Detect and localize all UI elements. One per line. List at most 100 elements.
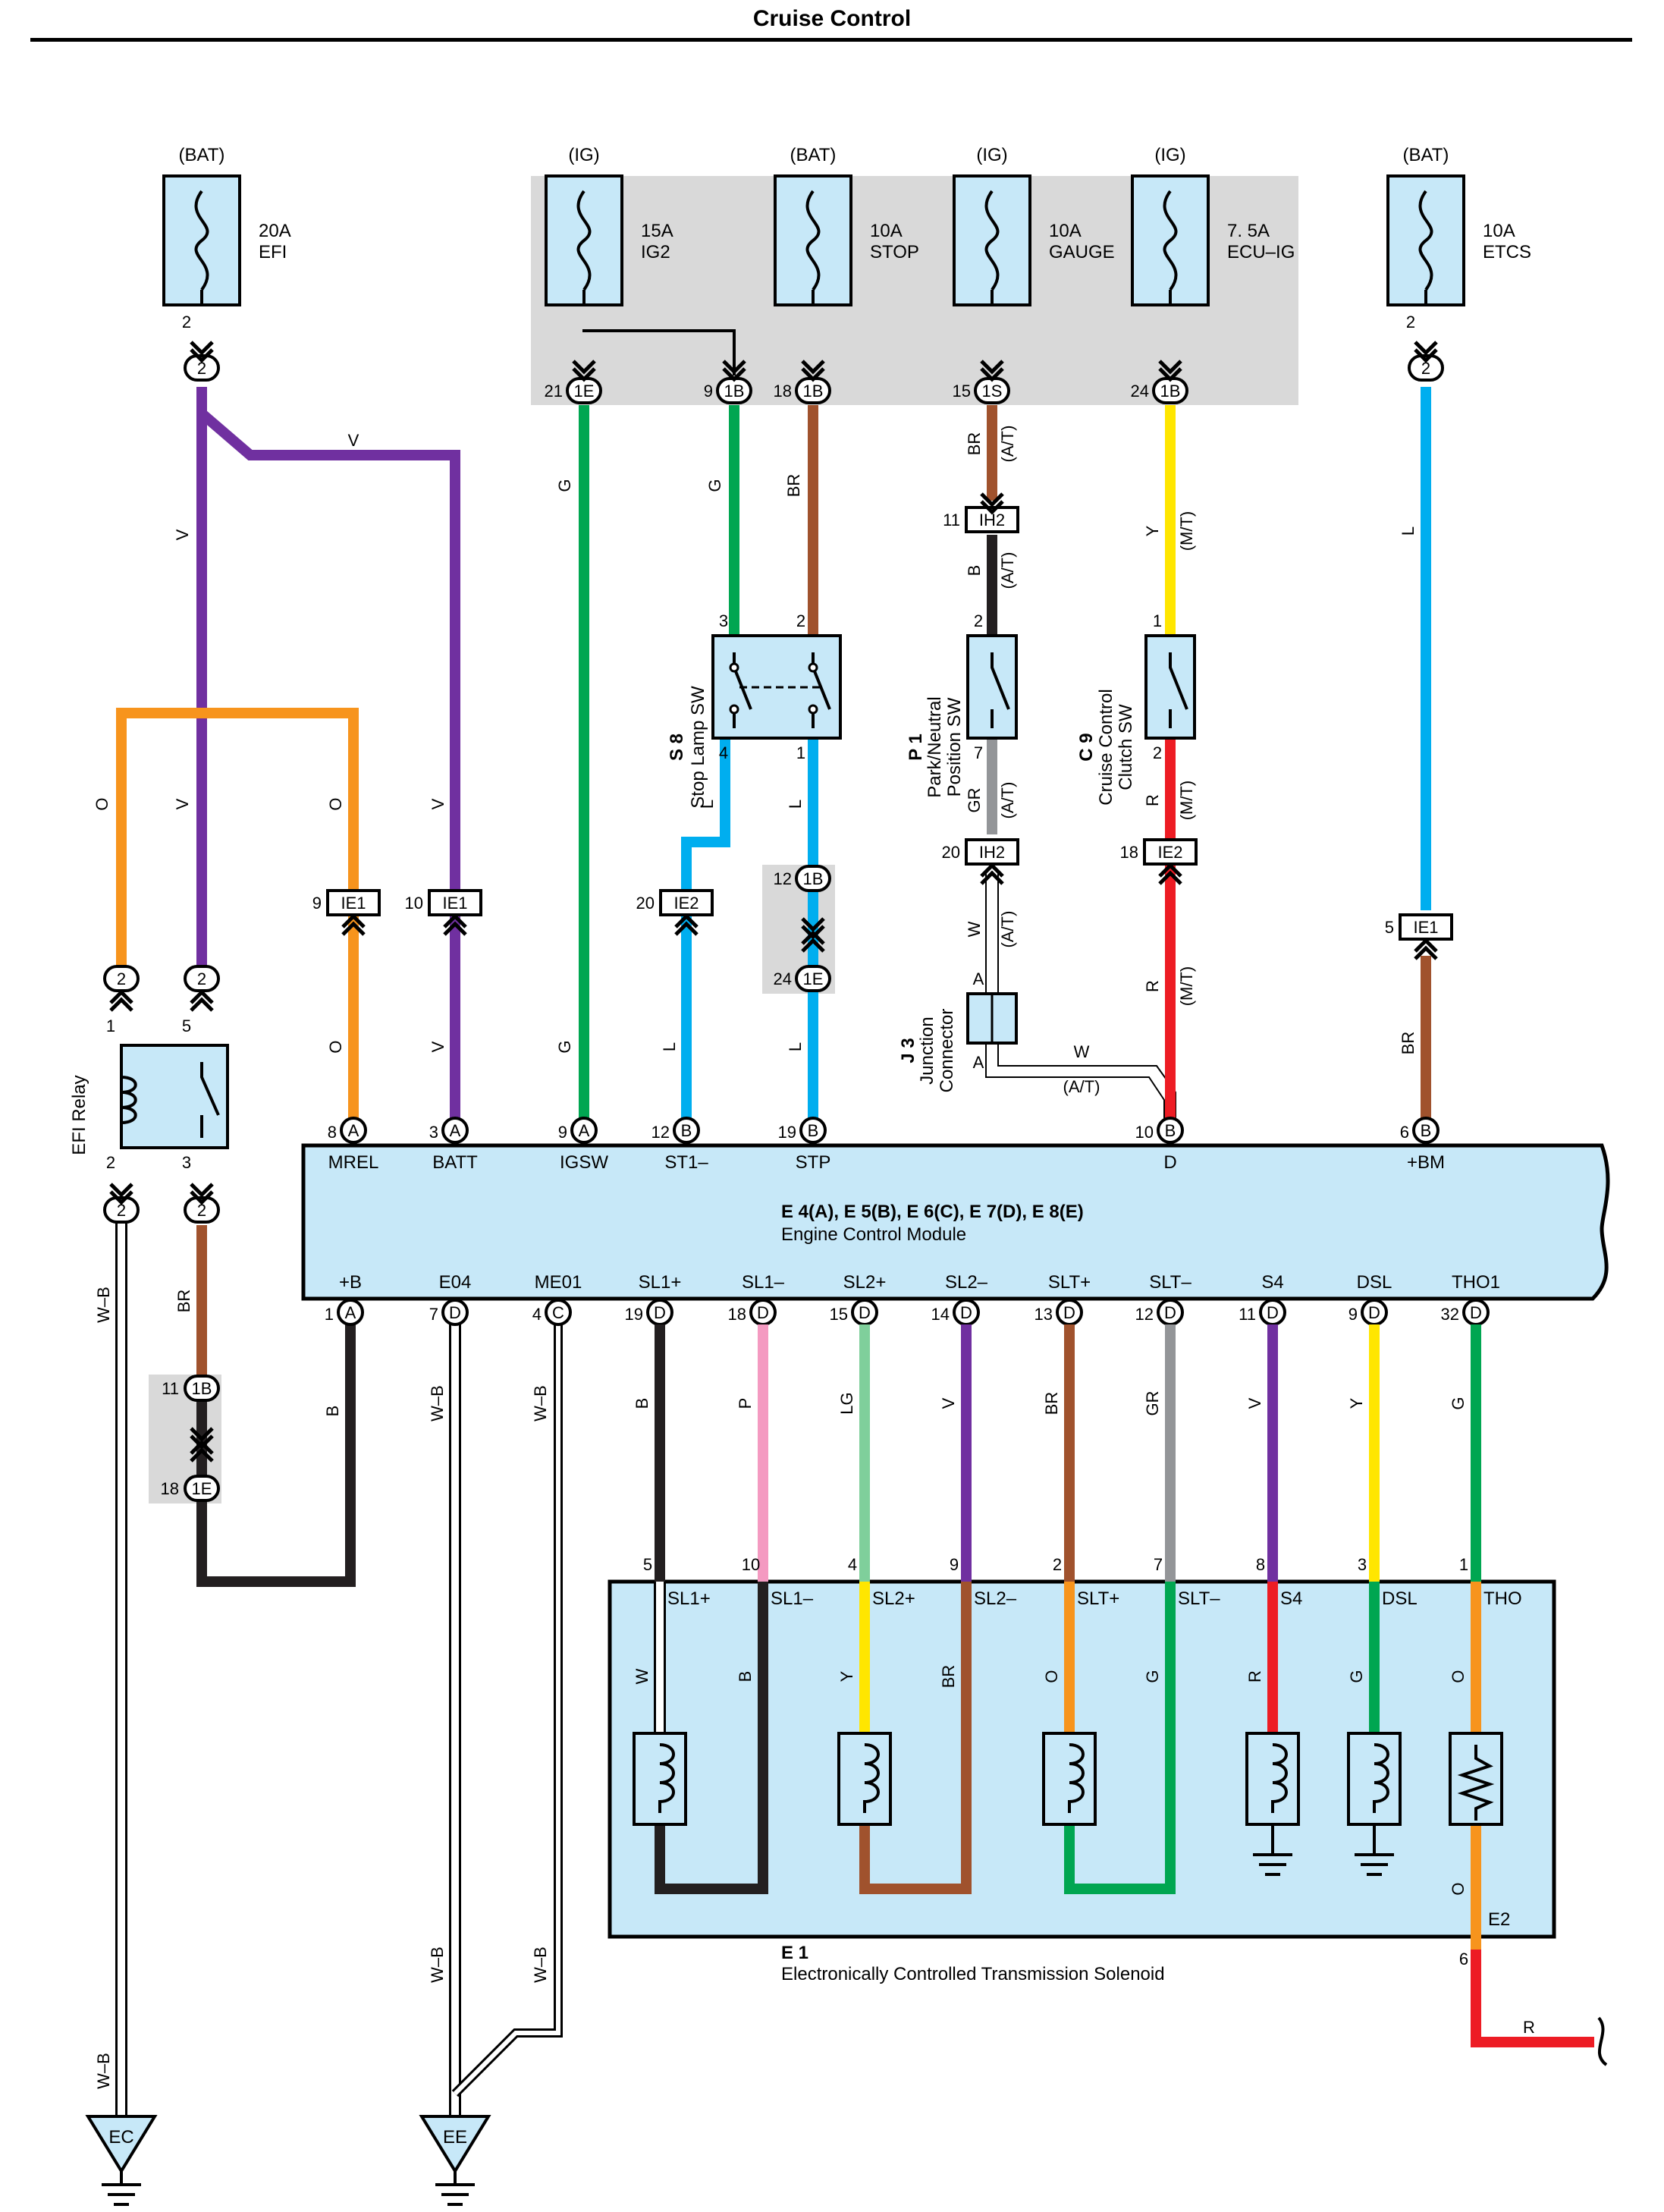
pin-number: 21 xyxy=(545,382,563,401)
fuse-supply: (BAT) xyxy=(179,145,225,165)
terminal-pin: 3 xyxy=(429,1123,438,1142)
clutch-contact xyxy=(1169,652,1188,728)
pin-number: 5 xyxy=(182,1016,191,1035)
connector-pill-relay-bottom xyxy=(184,1475,220,1502)
contact xyxy=(808,662,818,673)
terminal-letter: D xyxy=(654,1303,666,1322)
terminal-letter: D xyxy=(1063,1303,1075,1322)
pin-number: 2 xyxy=(182,313,191,331)
wire-color-label: O xyxy=(1042,1670,1061,1683)
connector-code: 1B xyxy=(803,382,824,401)
ground-icon xyxy=(1253,1853,1292,1876)
pin-number: 5 xyxy=(1385,918,1394,937)
ecm-top-terminal xyxy=(1157,1117,1184,1144)
terminal-label: MREL xyxy=(328,1152,379,1173)
wire-color-label: B xyxy=(633,1398,651,1409)
wire-color-label: V xyxy=(173,798,192,809)
terminal-pin: 4 xyxy=(532,1305,542,1324)
connector-arrow xyxy=(801,938,825,953)
terminal-pin: 9 xyxy=(558,1123,567,1142)
connector-arrow xyxy=(801,917,825,932)
terminal-label: E04 xyxy=(439,1272,472,1293)
connector-code: 2 xyxy=(117,1201,126,1220)
connector-code: 2 xyxy=(117,969,126,988)
fuse-element xyxy=(576,190,592,291)
terminal-label: STP xyxy=(796,1152,831,1173)
pin-number: 18 xyxy=(161,1479,179,1498)
solenoid-pin: 5 xyxy=(643,1555,652,1574)
wire-color-label: L xyxy=(786,800,805,809)
ecm-bottom-terminal xyxy=(337,1299,364,1326)
solenoid-label: S4 xyxy=(1280,1588,1302,1609)
wire-color-label: BR xyxy=(174,1290,193,1313)
fuse-name: GAUGE xyxy=(1049,242,1115,262)
connector-code: 1B xyxy=(1160,382,1181,401)
terminal-pin: 14 xyxy=(931,1305,950,1324)
terminal-letter: B xyxy=(808,1121,819,1140)
connector-arrow xyxy=(1414,341,1438,356)
connector-box-ih2 xyxy=(965,838,1019,866)
ecm-top-terminal xyxy=(441,1117,469,1144)
connector-arrow xyxy=(190,997,214,1012)
connector-box-ie2 xyxy=(659,889,714,916)
ecm-bottom-terminal xyxy=(545,1299,572,1326)
connector-arrow xyxy=(190,1183,214,1198)
ecm-top-terminal xyxy=(1412,1117,1440,1144)
ecm-top-terminal xyxy=(673,1117,700,1144)
pin-number: 3 xyxy=(719,611,728,630)
solenoid-pin: 2 xyxy=(1053,1555,1062,1574)
connector-arrow xyxy=(572,360,596,375)
fuse-supply: (BAT) xyxy=(1403,145,1449,165)
terminal-label: +B xyxy=(339,1272,362,1293)
park-neutral-name: Position SW xyxy=(944,697,965,797)
terminal-label: IGSW xyxy=(560,1152,608,1173)
relay-pill xyxy=(184,1196,220,1224)
pin-number: 10 xyxy=(405,894,423,913)
connector-arrow xyxy=(801,367,825,382)
wire-color-label: W xyxy=(965,921,984,937)
wire-color-label: W–B xyxy=(94,2053,113,2089)
solenoid-label: SL2– xyxy=(974,1588,1017,1609)
connector-arrow xyxy=(801,925,825,940)
connector-arrow xyxy=(980,492,1004,507)
ecm-connectors: E 4(A), E 5(B), E 6(C), E 7(D), E 8(E) xyxy=(781,1202,1084,1222)
terminal-pin: 13 xyxy=(1035,1305,1053,1324)
terminal-label: S4 xyxy=(1261,1272,1283,1293)
connector-arrow xyxy=(190,348,214,363)
pin-letter: A xyxy=(973,969,984,988)
pin-number: 1 xyxy=(1153,611,1162,630)
wire-color-label: BR xyxy=(939,1665,958,1689)
connector-code: 2 xyxy=(197,969,206,988)
terminal-letter: D xyxy=(1368,1303,1380,1322)
terminal-label: THO1 xyxy=(1452,1272,1500,1293)
terminal-letter: C xyxy=(552,1303,564,1322)
wire-color-label: Y xyxy=(1347,1397,1366,1409)
wire-color-label: O xyxy=(326,797,345,810)
terminal-label: BATT xyxy=(432,1152,478,1173)
coil-winding xyxy=(658,1743,675,1813)
terminal-label: SL2– xyxy=(945,1272,988,1293)
wire-color-label: (A/T) xyxy=(998,552,1017,589)
connector-pill-etcs xyxy=(1408,354,1444,382)
connector-arrow xyxy=(190,989,214,1004)
wire-color-label: W–B xyxy=(531,1946,550,1983)
solenoid-pin: 8 xyxy=(1256,1555,1265,1574)
wire-color-label: O xyxy=(326,1040,345,1053)
wire-color-label: W–B xyxy=(428,1385,447,1422)
terminal-letter: D xyxy=(449,1303,461,1322)
ecm-top-terminal xyxy=(340,1117,367,1144)
pin-number: 2 xyxy=(974,611,983,630)
solenoid-pin: 7 xyxy=(1154,1555,1163,1574)
wire-color-label: (M/T) xyxy=(1177,966,1196,1007)
solenoid-label: SL2+ xyxy=(872,1588,915,1609)
ground-triangle xyxy=(85,2115,158,2174)
terminal-letter: B xyxy=(681,1121,692,1140)
pin-number: 18 xyxy=(1120,843,1138,862)
junction-id: J 3 xyxy=(898,1038,918,1063)
clutch-name: Cruise Control xyxy=(1096,689,1116,805)
connector-arrow xyxy=(980,862,1004,878)
terminal-letter: D xyxy=(757,1303,769,1322)
terminal-pin: 32 xyxy=(1441,1305,1459,1324)
terminal-label: SLT– xyxy=(1149,1272,1191,1293)
pin-number: 11 xyxy=(943,511,960,529)
